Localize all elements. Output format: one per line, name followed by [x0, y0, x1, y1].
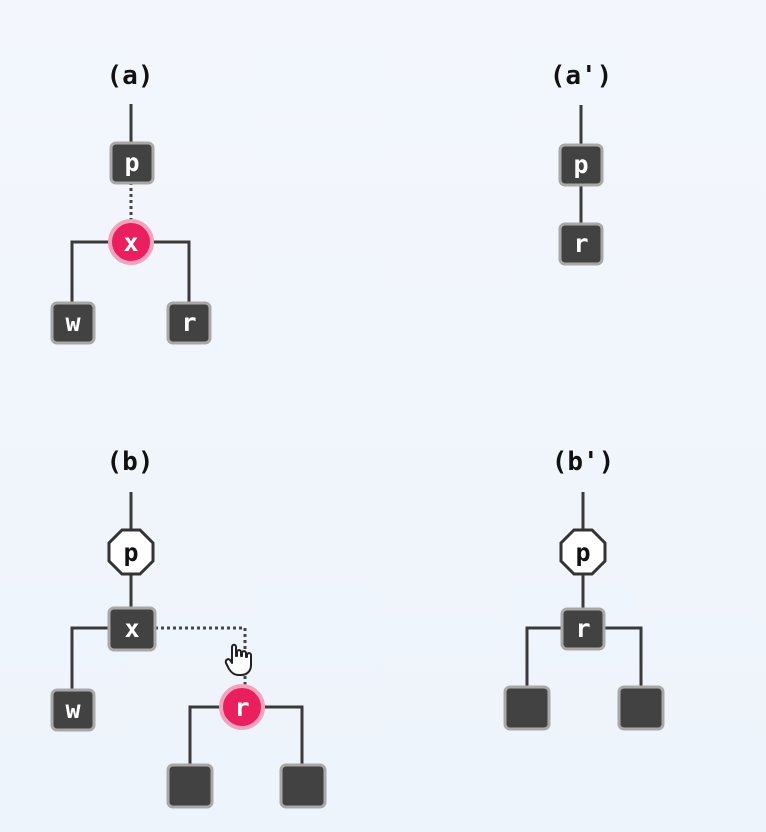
node-r-red: r	[219, 684, 265, 730]
hand-pointer-icon	[224, 643, 252, 676]
node-r-label: r	[573, 229, 588, 258]
edge-r-right-child	[262, 705, 304, 765]
node-r-label: r	[575, 614, 590, 643]
node-p: p	[558, 143, 604, 187]
panel-a: (a) p x w r	[50, 61, 212, 345]
edge-x-w	[70, 240, 112, 302]
edge-x-r	[150, 240, 191, 302]
node-r: r	[558, 222, 604, 266]
panel-a-prime: (a') p r	[550, 61, 613, 266]
node-r-label: r	[234, 693, 249, 722]
dotted-edge-x-r	[155, 626, 247, 688]
panel-a-label: (a)	[107, 61, 154, 91]
edge-r-right-child	[604, 626, 643, 688]
node-p-octagon: p	[107, 528, 155, 576]
node-x: x	[107, 606, 157, 652]
node-x-red: x	[108, 219, 154, 265]
panel-b: (b) p x w r	[50, 447, 327, 809]
edge-r-left-child	[525, 626, 562, 688]
node-p-octagon: p	[559, 528, 607, 576]
leaf-node	[279, 763, 327, 809]
node-w-label: w	[65, 308, 81, 337]
leaf-node	[503, 685, 551, 731]
node-p: p	[109, 141, 155, 185]
node-p-label: p	[123, 538, 138, 567]
edge-x-w	[70, 626, 110, 690]
panel-b-prime-label: (b')	[552, 447, 615, 477]
panel-b-label: (b)	[107, 447, 154, 477]
leaf-node	[166, 763, 214, 809]
node-r: r	[166, 301, 212, 345]
node-p-label: p	[124, 148, 139, 177]
node-p-label: p	[575, 538, 590, 567]
node-r-label: r	[181, 308, 196, 337]
leaf-node	[617, 685, 665, 731]
panel-a-prime-label: (a')	[550, 61, 613, 91]
node-p-label: p	[573, 150, 588, 179]
node-w: w	[50, 301, 96, 345]
node-x-label: x	[124, 614, 139, 643]
edge-r-left-child	[188, 705, 222, 765]
node-w-label: w	[65, 695, 81, 724]
panel-b-prime: (b') p r	[503, 447, 665, 731]
node-r: r	[560, 607, 606, 651]
node-x-label: x	[123, 228, 138, 257]
node-w: w	[50, 688, 96, 732]
